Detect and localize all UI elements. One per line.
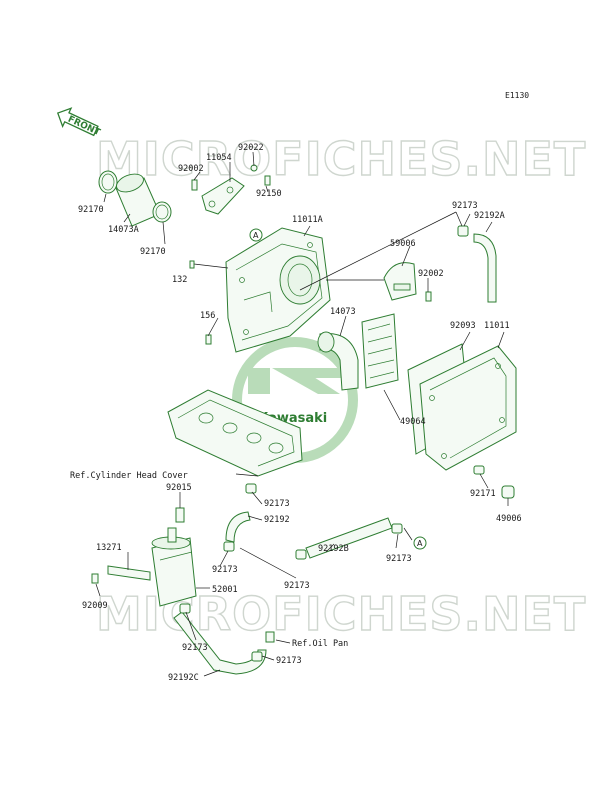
label-92173-d: 92173: [386, 554, 412, 564]
label-52001: 52001: [212, 585, 238, 595]
front-label: FRONT: [66, 115, 102, 139]
clamp-92173-a: [245, 483, 257, 494]
element-49064: [361, 313, 399, 389]
callout-a-bottom: A: [413, 536, 427, 550]
diagram-code: E1130: [505, 91, 529, 100]
label-92173-tr: 92173: [452, 201, 478, 211]
clamp-92170-left: [98, 170, 118, 194]
fitting-92015: [175, 507, 185, 523]
bracket-13271: [107, 565, 151, 581]
label-92170-mid: 92170: [140, 247, 166, 257]
label-14073A: 14073A: [108, 225, 139, 235]
bolt-92002-right: [425, 291, 432, 302]
label-92173-e: 92173: [182, 643, 208, 653]
label-49064: 49064: [400, 417, 426, 427]
bolt-156: [205, 334, 212, 345]
front-arrow-icon: FRONT: [56, 107, 102, 139]
callout-a-top: A: [249, 228, 263, 242]
clamp-92173-b: [223, 541, 235, 552]
svg-text:A: A: [417, 539, 423, 548]
label-92173-a: 92173: [264, 499, 290, 509]
part-labels: 92022 11054 92002 92150 92170 14073A 921…: [70, 143, 522, 683]
label-132: 132: [172, 275, 187, 285]
label-92002-right: 92002: [418, 269, 444, 279]
label-92093: 92093: [450, 321, 476, 331]
label-92173-c: 92173: [284, 581, 310, 591]
label-49006: 49006: [496, 514, 522, 524]
clamp-92173-tr: [457, 225, 469, 237]
leader-lines: [95, 151, 509, 677]
separator-52001: [151, 527, 197, 607]
cap-49006: [501, 485, 515, 499]
label-59006: 59006: [390, 239, 416, 249]
hose-92192C: [173, 611, 267, 675]
bolt-92009: [91, 573, 99, 584]
label-92002-top: 92002: [178, 164, 204, 174]
bolt-92150: [264, 175, 271, 186]
bolt-92002-top: [191, 179, 198, 191]
label-92170-left: 92170: [78, 205, 104, 215]
grommet-92171: [473, 465, 485, 475]
clamp-92173-c: [295, 549, 307, 560]
label-11011: 11011: [484, 321, 510, 331]
cylinder-head-cover: [167, 389, 303, 477]
duct-14073: [317, 331, 359, 391]
watermark-top: MICROFICHES.NET: [96, 132, 586, 186]
hose-92192A: [473, 233, 497, 303]
clamp-92170-mid: [152, 201, 172, 223]
clamp-92173-f: [251, 651, 263, 662]
hose-92192: [225, 511, 251, 543]
label-156: 156: [200, 311, 215, 321]
label-92192: 92192: [264, 515, 290, 525]
label-92173-f: 92173: [276, 656, 302, 666]
cover-11011: [419, 345, 517, 471]
label-92150: 92150: [256, 189, 282, 199]
bracket-11054: [201, 177, 245, 215]
svg-text:A: A: [253, 231, 259, 240]
label-92173-b: 92173: [212, 565, 238, 575]
fitting-oil-pan: [265, 631, 275, 643]
clamp-92173-e: [179, 603, 191, 614]
label-92009: 92009: [82, 601, 108, 611]
label-92022: 92022: [238, 143, 264, 153]
housing-11011A: [225, 227, 331, 353]
clamp-92173-d: [391, 523, 403, 534]
label-92015: 92015: [166, 483, 192, 493]
label-92171: 92171: [470, 489, 496, 499]
label-ref-oil-pan: Ref.Oil Pan: [292, 639, 348, 649]
label-ref-cylinder-head-cover: Ref.Cylinder Head Cover: [70, 471, 188, 481]
label-92192C: 92192C: [168, 673, 199, 683]
label-11054: 11054: [206, 153, 232, 163]
label-11011A: 11011A: [292, 215, 323, 225]
label-92192A: 92192A: [474, 211, 505, 221]
label-92192B: 92192B: [318, 544, 349, 554]
label-13271: 13271: [96, 543, 122, 553]
plate-59006: [383, 262, 417, 301]
bolt-132: [189, 260, 229, 269]
label-14073: 14073: [330, 307, 356, 317]
